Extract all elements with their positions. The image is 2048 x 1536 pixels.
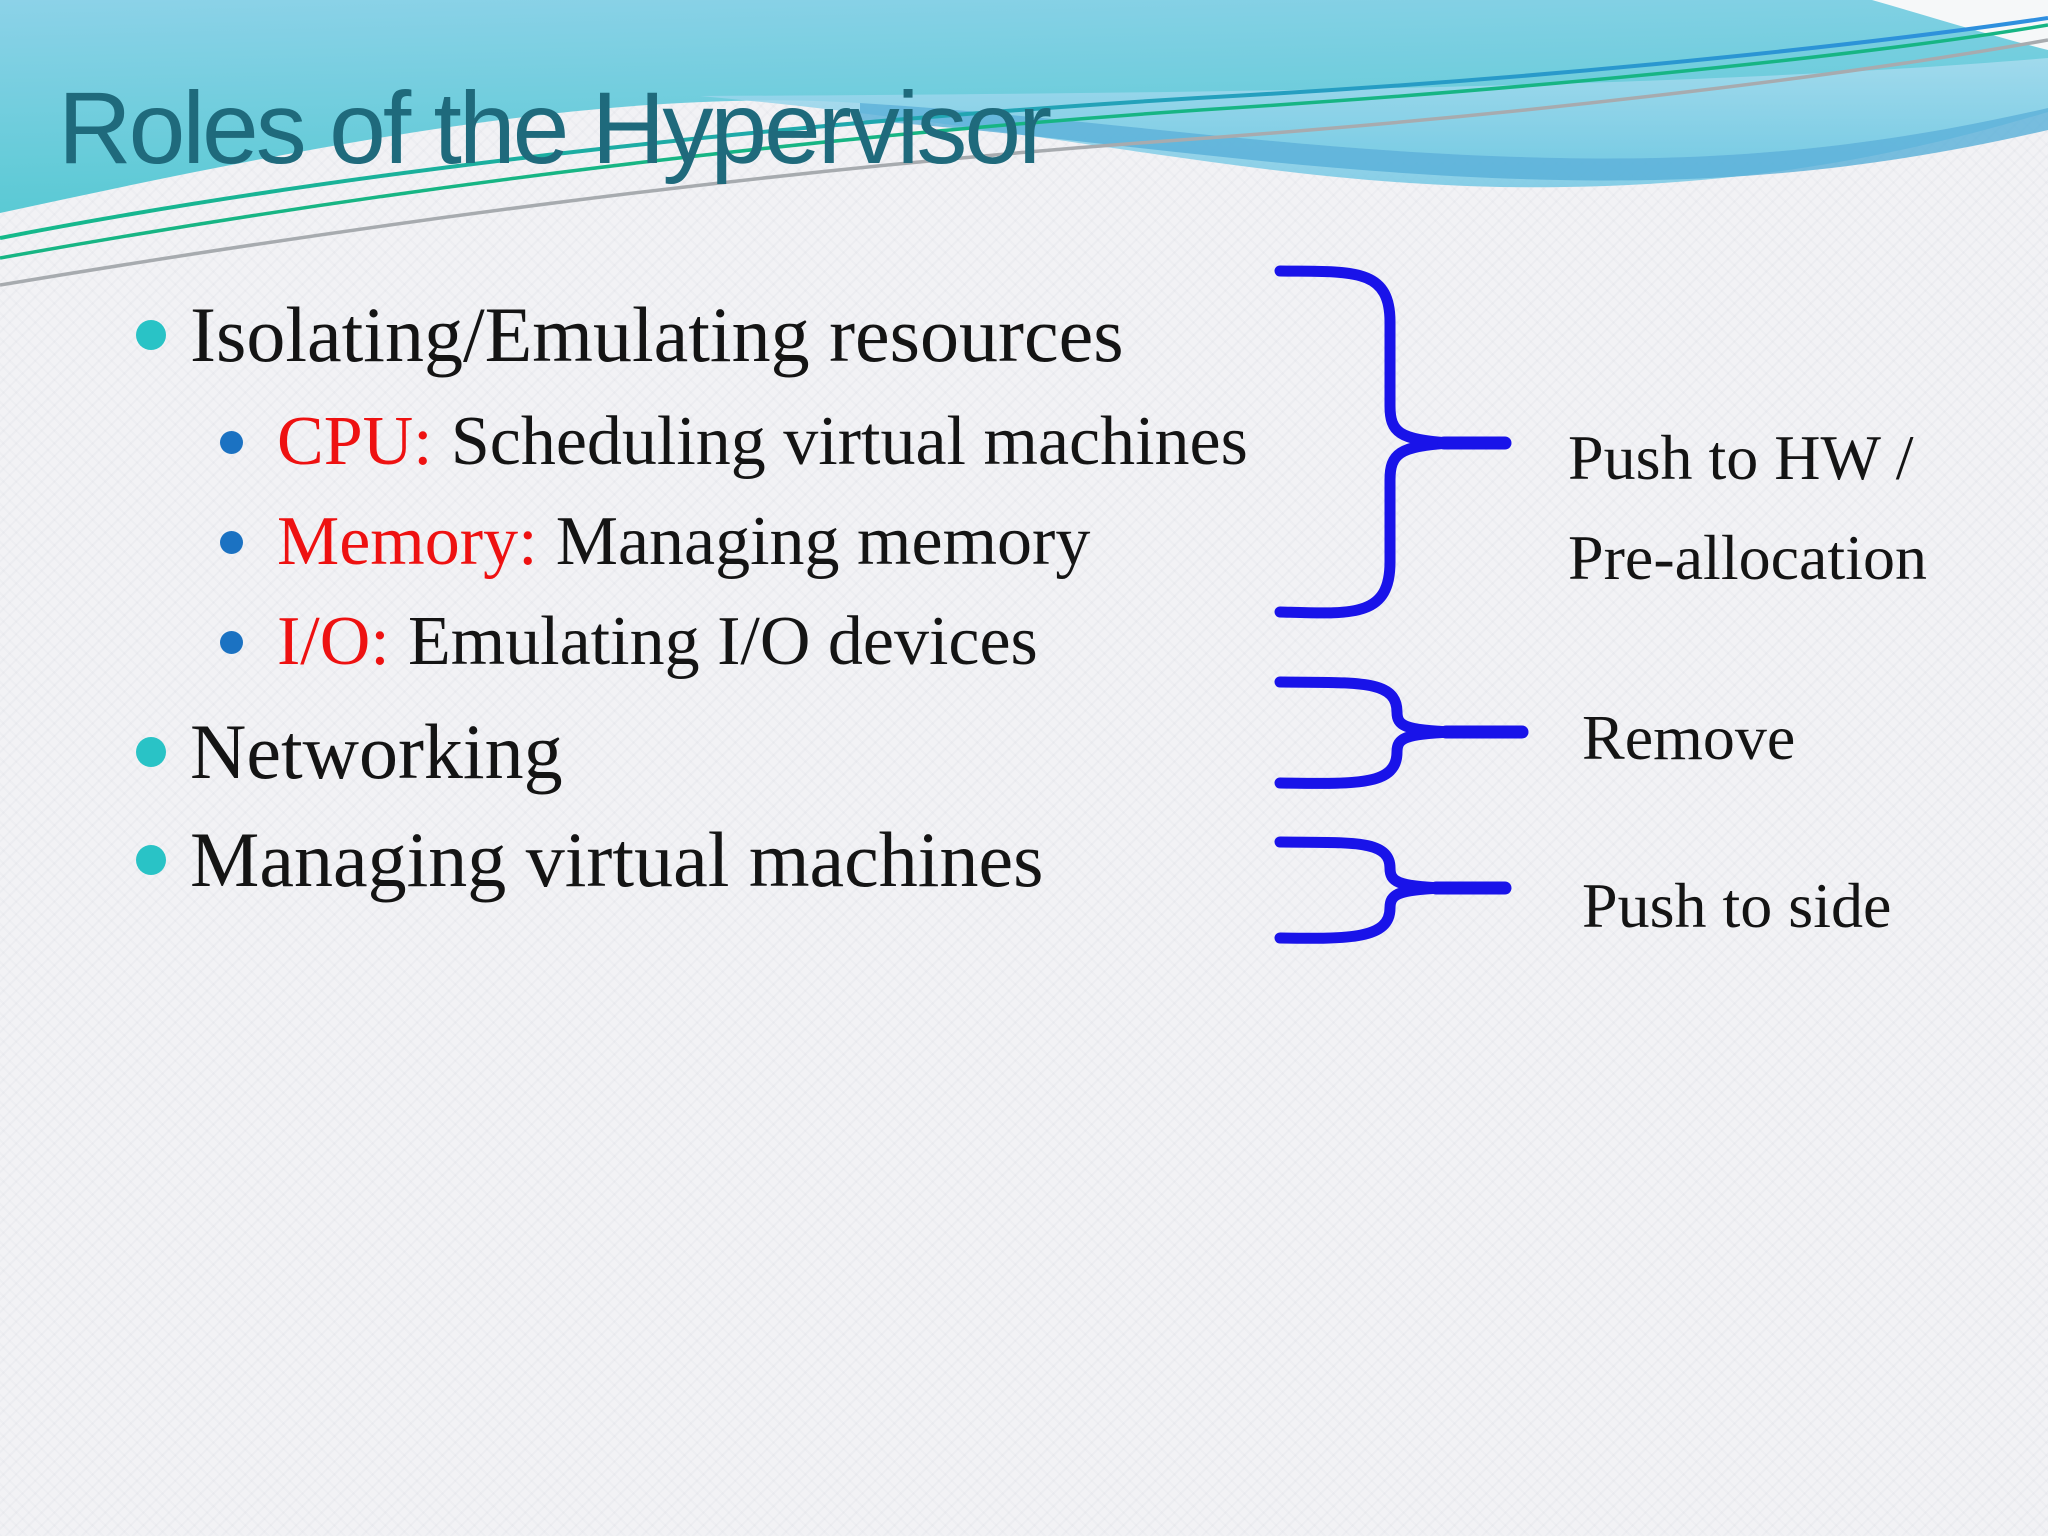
bullet-dot-icon (136, 320, 166, 350)
header-wave-decoration (0, 0, 2048, 287)
bullet-text: Managing virtual machines (190, 816, 1044, 903)
accent-curve-blue (0, 16, 2048, 240)
bullet-text: Networking (190, 708, 563, 795)
bullet-description: Scheduling virtual machines (450, 403, 1248, 480)
bullet-item: Networking (136, 704, 563, 800)
accent-curve-green (0, 23, 2048, 260)
bullet-description: Emulating I/O devices (407, 603, 1038, 680)
bullet-dot-icon (136, 845, 166, 875)
header-corner-swoosh (1872, 0, 2048, 50)
bullet-description: Managing memory (555, 503, 1091, 580)
curly-brace-icon (1274, 265, 1512, 619)
bullet-keyword: Memory: (277, 503, 538, 580)
bullet-text: I/O:Emulating I/O devices (277, 602, 1038, 682)
bullet-dot-icon (136, 737, 166, 767)
curly-brace-icon (1274, 836, 1512, 944)
annotation-label: Push to side (1582, 866, 1891, 946)
bullet-item: Isolating/Emulating resources (136, 287, 1124, 383)
bullet-text: Isolating/Emulating resources (190, 291, 1124, 378)
header-wave-edge (860, 103, 2048, 181)
curly-brace-icon (1274, 676, 1529, 789)
annotation-line: Remove (1582, 702, 1796, 773)
bullet-keyword: CPU: (277, 403, 433, 480)
annotation-line: Pre-allocation (1568, 522, 1927, 593)
bullet-subitem: Memory:Managing memory (220, 498, 1090, 586)
annotation-line: Push to side (1582, 870, 1892, 941)
bullet-dot-icon (220, 630, 243, 654)
bullet-dot-icon (220, 530, 243, 554)
bullet-subitem: CPU:Scheduling virtual machines (220, 398, 1248, 486)
annotation-label: Push to HW / Pre-allocation (1568, 408, 1927, 608)
bullet-subitem: I/O:Emulating I/O devices (220, 598, 1038, 686)
bullet-text: CPU:Scheduling virtual machines (277, 402, 1248, 482)
bullet-keyword: I/O: (277, 603, 390, 680)
annotation-label: Remove (1582, 698, 1795, 778)
accent-curve-gray (0, 38, 2048, 287)
slide-title: Roles of the Hypervisor (58, 71, 1052, 185)
bullet-dot-icon (220, 430, 243, 454)
bullet-item: Managing virtual machines (136, 812, 1043, 908)
annotation-line: Push to HW / (1568, 422, 1914, 493)
bullet-text: Memory:Managing memory (277, 502, 1090, 582)
